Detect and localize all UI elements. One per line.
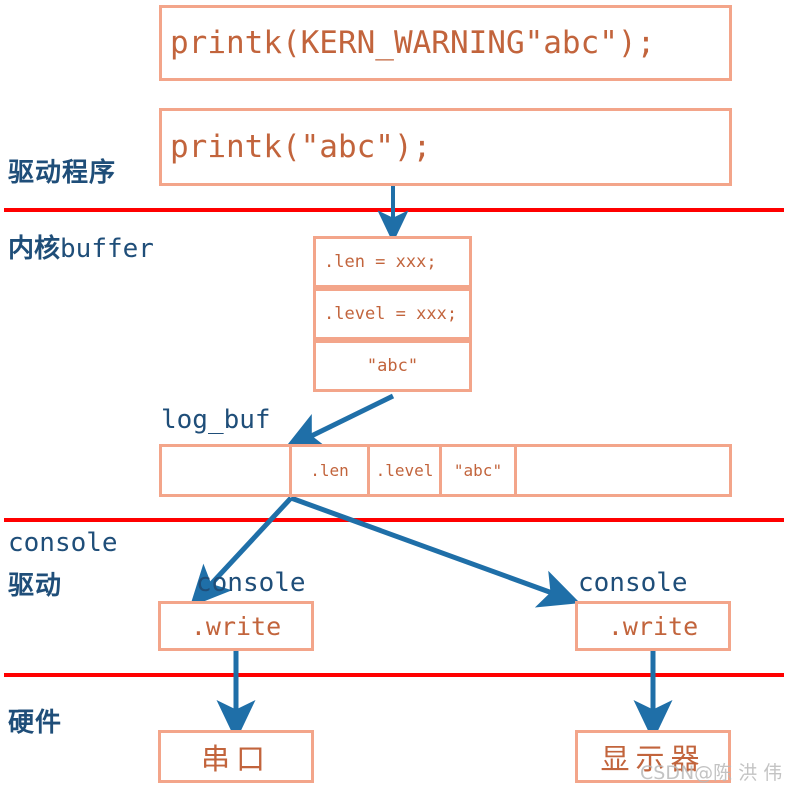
box-hardware-display[interactable]: 显示器 [575, 730, 731, 783]
layer-label-hardware: 硬件 [8, 708, 63, 738]
box-hardware-serial[interactable]: 串口 [158, 730, 314, 783]
watermark: CSDN@陈 洪 伟 [640, 762, 783, 784]
logbuf-cell-0[interactable] [162, 447, 292, 494]
logbuf-cell-3[interactable]: "abc" [442, 447, 517, 494]
arrow-logbuf-to-console-right [290, 495, 581, 608]
arrow-record-to-logbuf [283, 393, 395, 450]
logbuf-cell-2[interactable]: .level [370, 447, 442, 494]
box-printk-warning[interactable]: printk(KERN_WARNING"abc"); [159, 5, 732, 81]
logbuf-row: .len .level "abc" [159, 444, 732, 497]
box-console-write-left[interactable]: .write [158, 601, 314, 651]
logbuf-label: log_buf [161, 405, 271, 435]
layer-label-buffer-mono: buffer [60, 234, 154, 264]
box-record-len[interactable]: .len = xxx; [313, 236, 472, 288]
inline-label-console-left: console [196, 568, 306, 598]
box-console-write-right[interactable]: .write [575, 601, 731, 651]
layer-label-kernel-buffer: 内核buffer [8, 228, 154, 265]
logbuf-cell-1[interactable]: .len [292, 447, 370, 494]
layer-label-console-driver-line1: console [8, 528, 118, 558]
box-record-text[interactable]: "abc" [313, 340, 472, 392]
layer-label-console-driver-line2: 驱动 [8, 571, 63, 601]
layer-label-driver: 驱动程序 [8, 158, 117, 188]
layer-label-kernel-cjk: 内核 [8, 234, 61, 264]
box-printk-plain[interactable]: printk("abc"); [159, 108, 732, 186]
box-record-level[interactable]: .level = xxx; [313, 288, 472, 340]
logbuf-cell-4[interactable] [517, 447, 729, 494]
inline-label-console-right: console [578, 568, 688, 598]
